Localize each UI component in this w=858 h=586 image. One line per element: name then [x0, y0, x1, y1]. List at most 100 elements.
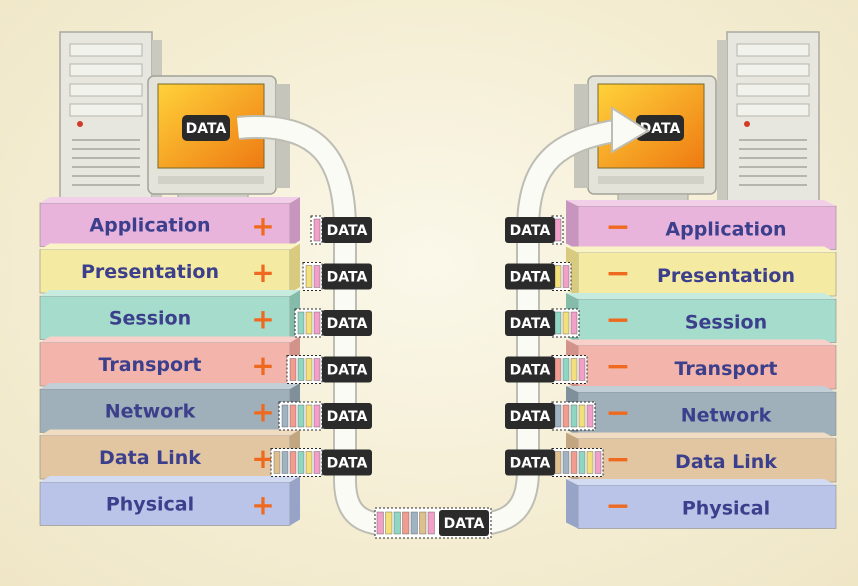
- layer-top: [566, 386, 836, 392]
- layer-label: Data Link: [675, 451, 777, 473]
- header-stripe: [562, 265, 570, 288]
- left-layer-session: Session+: [39, 290, 300, 340]
- right-computer: DATA: [574, 31, 820, 211]
- minus-sign: −: [605, 395, 630, 430]
- layer-top: [566, 246, 836, 253]
- data-block-label: DATA: [327, 316, 368, 332]
- drive-bay: [736, 43, 810, 57]
- header-stripe: [554, 451, 562, 474]
- data-block-label: DATA: [327, 270, 368, 286]
- data-block-label: DATA: [327, 456, 368, 472]
- minus-sign: −: [605, 302, 630, 337]
- header-stripe: [313, 218, 321, 242]
- layer-top: [566, 432, 836, 439]
- layer-face: [577, 345, 837, 390]
- layer-label: Presentation: [81, 261, 219, 283]
- power-led: [77, 121, 83, 127]
- right-layer-physical: Physical−: [566, 479, 837, 529]
- data-block-label: DATA: [327, 409, 368, 425]
- data-block: [505, 310, 555, 336]
- layer-top: [566, 200, 836, 206]
- layer-face: [577, 438, 837, 483]
- header-stripe: [313, 311, 321, 335]
- plus-sign: +: [251, 209, 274, 242]
- left-layer-data-link: Data Link +: [39, 429, 300, 480]
- layer-top: [40, 243, 300, 250]
- right-packet-3: DATA: [505, 308, 580, 338]
- header-stripe: [305, 265, 313, 288]
- header-stripe: [586, 451, 594, 474]
- tower-case: [726, 31, 820, 211]
- header-stripe: [562, 451, 570, 474]
- monitor-chin: [158, 176, 264, 184]
- header-stripe: [427, 511, 435, 535]
- layer-face: [577, 252, 837, 297]
- data-block: [322, 217, 372, 243]
- data-block: [322, 310, 372, 336]
- data-block: [322, 263, 372, 290]
- data-block-label: DATA: [510, 409, 551, 425]
- layer-label: Session: [685, 311, 767, 333]
- screen-data-badge: [636, 115, 684, 141]
- data-block: [505, 356, 555, 383]
- data-block-label: DATA: [510, 270, 551, 286]
- layer-label: Session: [109, 307, 191, 329]
- right-packet-6: DATA: [505, 448, 604, 477]
- layer-side: [566, 479, 578, 529]
- right-packet-4: DATA: [505, 355, 588, 384]
- layer-label: Network: [681, 404, 772, 426]
- layer-side: [566, 200, 578, 250]
- right-packet-2: DATA: [505, 262, 572, 291]
- header-stripe: [562, 311, 570, 335]
- plus-sign: +: [251, 488, 274, 521]
- minus-sign: −: [605, 256, 630, 291]
- header-stripe: [305, 311, 313, 335]
- left-packet-4: DATA: [286, 355, 372, 384]
- header-stripe: [313, 358, 321, 381]
- layer-label: Presentation: [657, 265, 795, 287]
- layer-label: Application: [665, 218, 786, 240]
- header-stripe: [305, 358, 313, 381]
- left-layer-network: Network +: [39, 383, 300, 433]
- data-block-label: DATA: [510, 363, 551, 379]
- data-block: [505, 263, 555, 290]
- layer-label: Data Link: [99, 447, 201, 469]
- header-stripe: [297, 451, 305, 474]
- plus-sign: +: [251, 442, 274, 475]
- layer-top: [40, 429, 300, 436]
- header-stripe: [289, 358, 297, 381]
- header-stripe: [554, 404, 562, 428]
- layer-face: [39, 342, 291, 387]
- drive-bay: [69, 63, 143, 77]
- header-stripe: [297, 358, 305, 381]
- layer-face: [39, 388, 291, 433]
- layer-face: [577, 298, 837, 343]
- layer-label: Network: [105, 400, 196, 422]
- left-packet-6: DATA: [270, 448, 372, 477]
- header-stripe: [289, 404, 297, 428]
- header-stripe: [554, 358, 562, 381]
- minus-sign: −: [605, 442, 630, 477]
- right-layer-network: Network −: [566, 386, 837, 436]
- header-stripe: [570, 311, 578, 335]
- layer-side: [290, 476, 300, 526]
- header-stripe: [578, 451, 586, 474]
- layer-label: Transport: [674, 358, 777, 380]
- data-block-label: DATA: [510, 456, 551, 472]
- layer-top: [566, 479, 836, 485]
- plus-sign: +: [251, 395, 274, 428]
- layer-top: [566, 339, 836, 346]
- data-block: [505, 403, 555, 429]
- header-stripe: [281, 451, 289, 474]
- layer-top: [566, 293, 836, 299]
- layer-face: [577, 484, 837, 529]
- header-stripe: [570, 404, 578, 428]
- minus-sign: −: [605, 488, 630, 523]
- layer-face: [39, 481, 291, 526]
- drive-bay: [736, 103, 810, 117]
- left-layer-physical: Physical+: [39, 476, 300, 526]
- right-layer-presentation: Presentation −: [566, 246, 837, 297]
- header-stripe: [305, 451, 313, 474]
